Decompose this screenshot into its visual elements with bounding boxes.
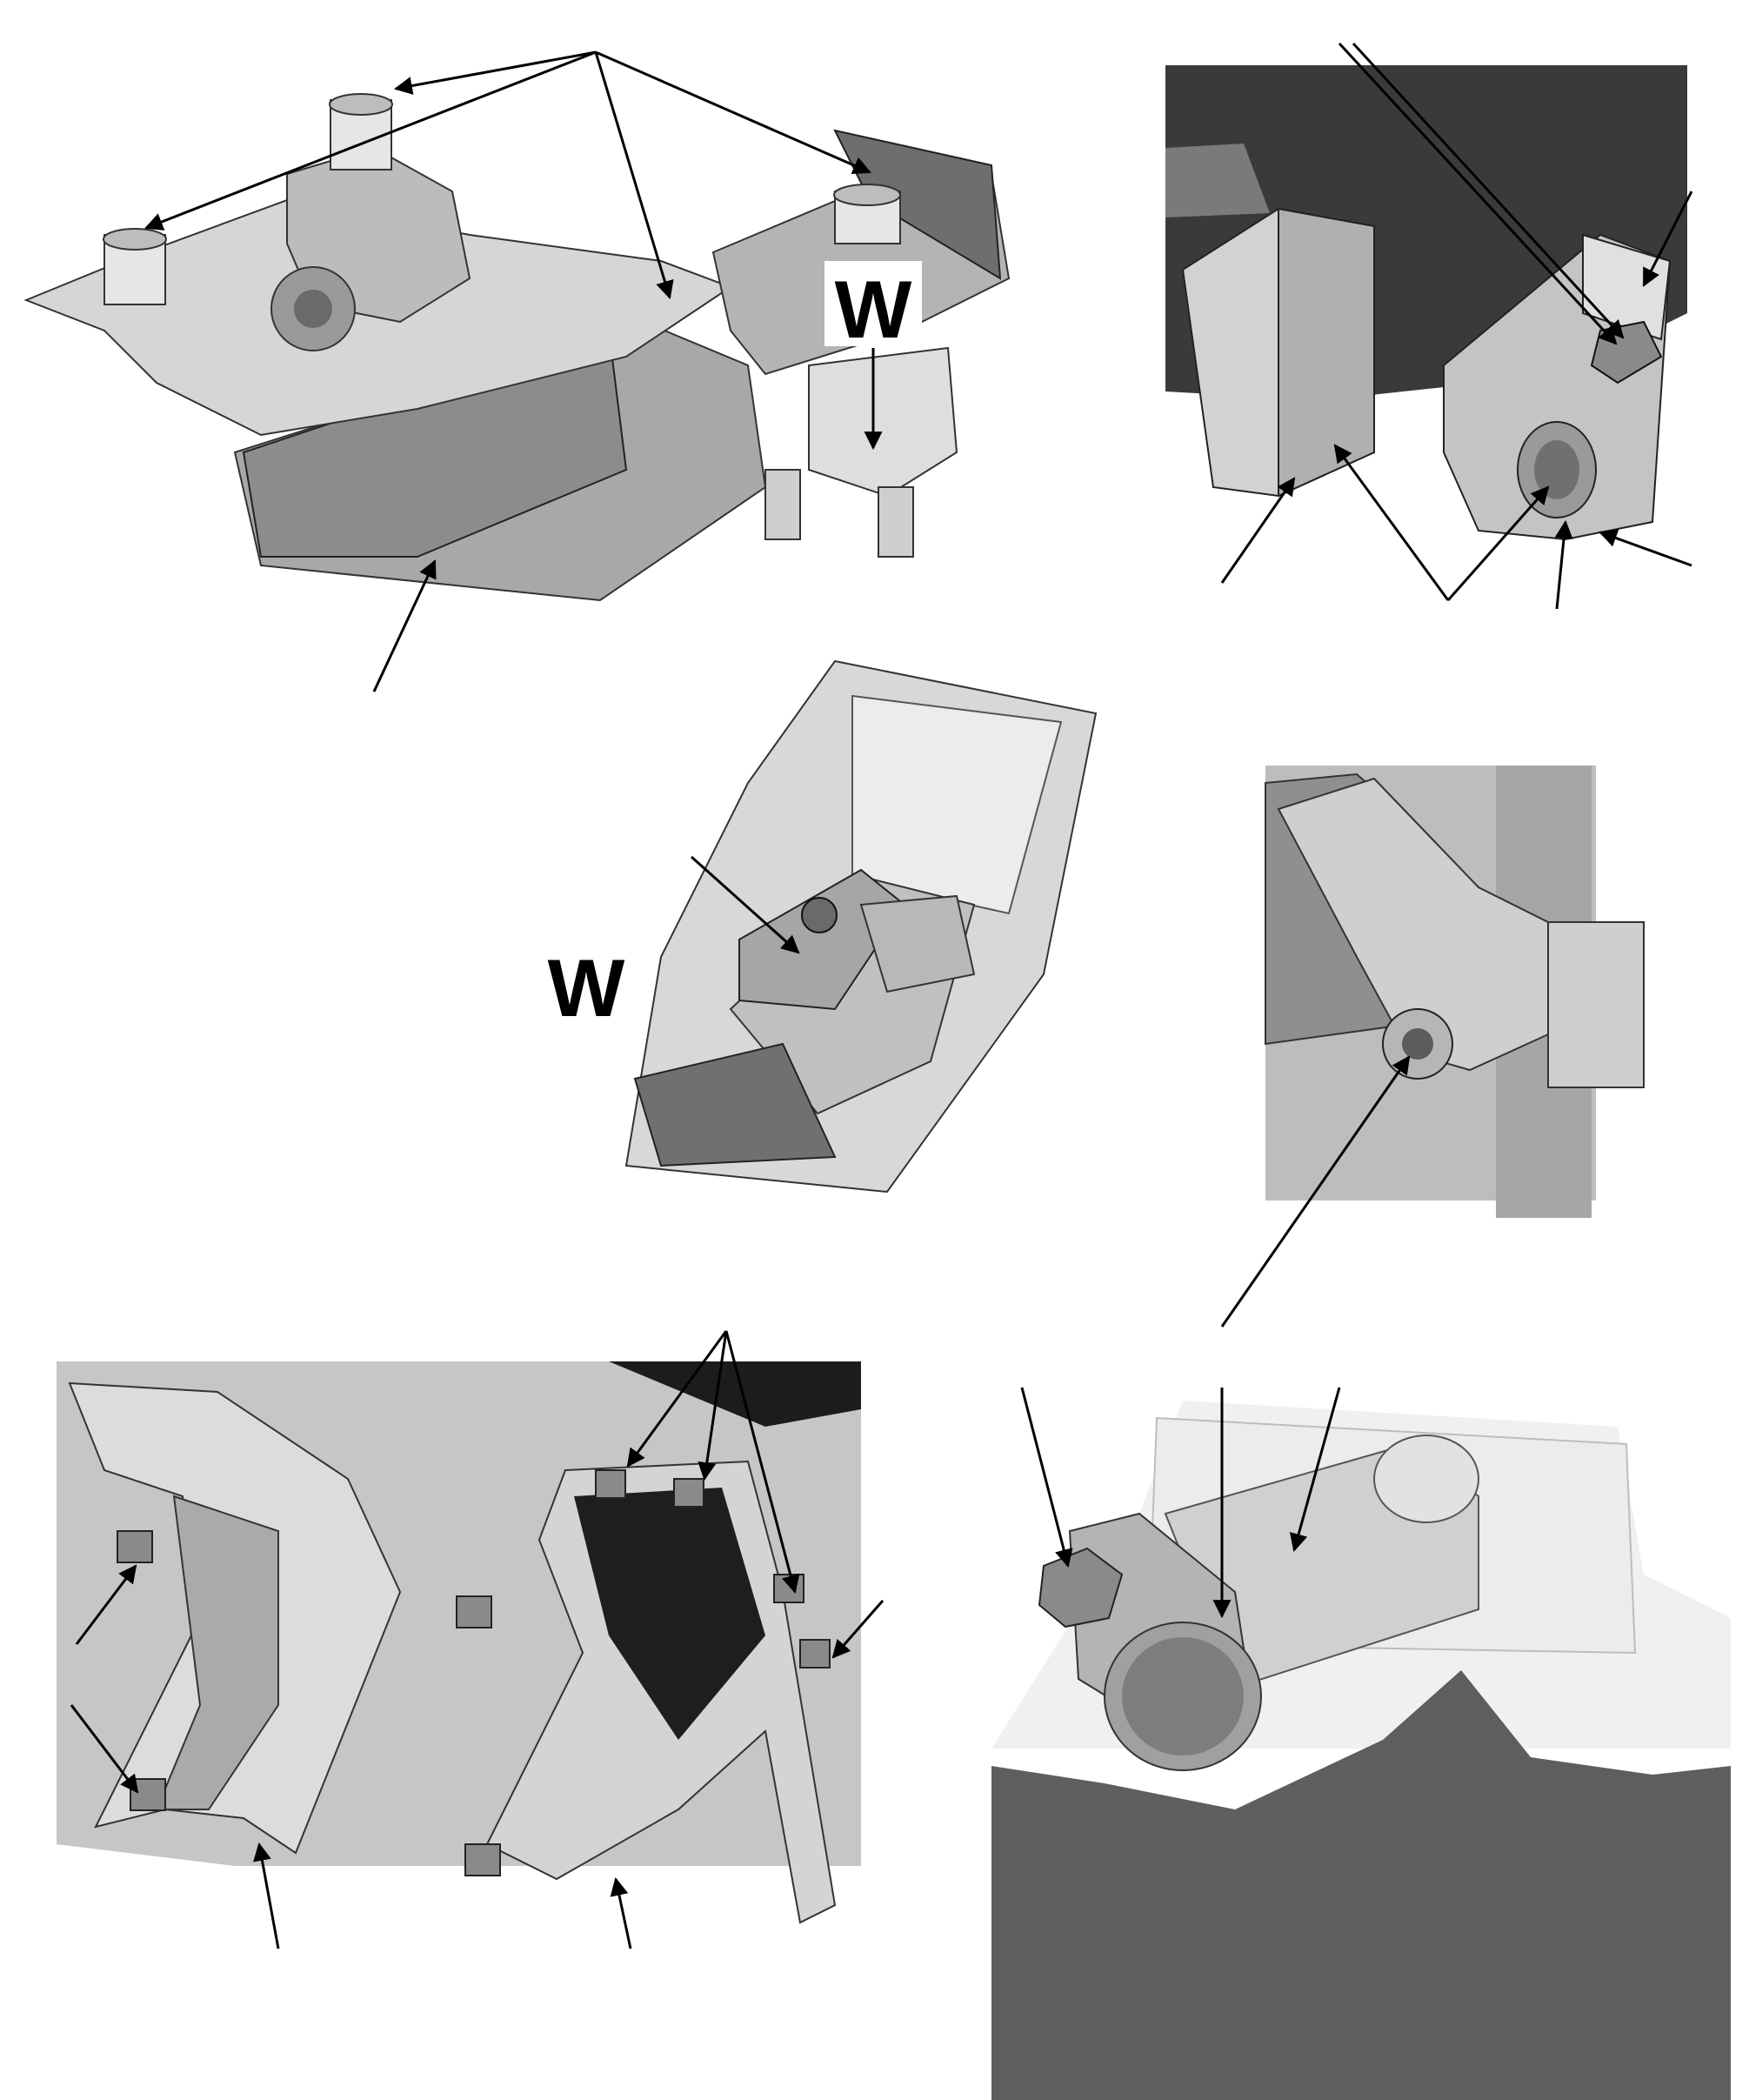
leaders-panel-5 [70,1330,885,1950]
leaders-panel-3 [691,855,800,954]
panel-pin-closeup [991,1401,1731,2100]
panel-lever-pin [1265,766,1645,1218]
callout-w-top-box [824,261,922,346]
leaders-panel-6 [1020,1387,1341,1619]
leaders-panel-2 [1220,42,1693,610]
callout-w-detail: W [548,942,625,1033]
leaders-panel-1 [144,50,883,692]
leaders-panel-4 [1220,1055,1411,1328]
panel-mount-block [1165,65,1687,541]
panel-brackets [57,1361,861,1924]
panel-view-w [624,659,1098,1194]
callout-w-top: W [835,264,912,355]
